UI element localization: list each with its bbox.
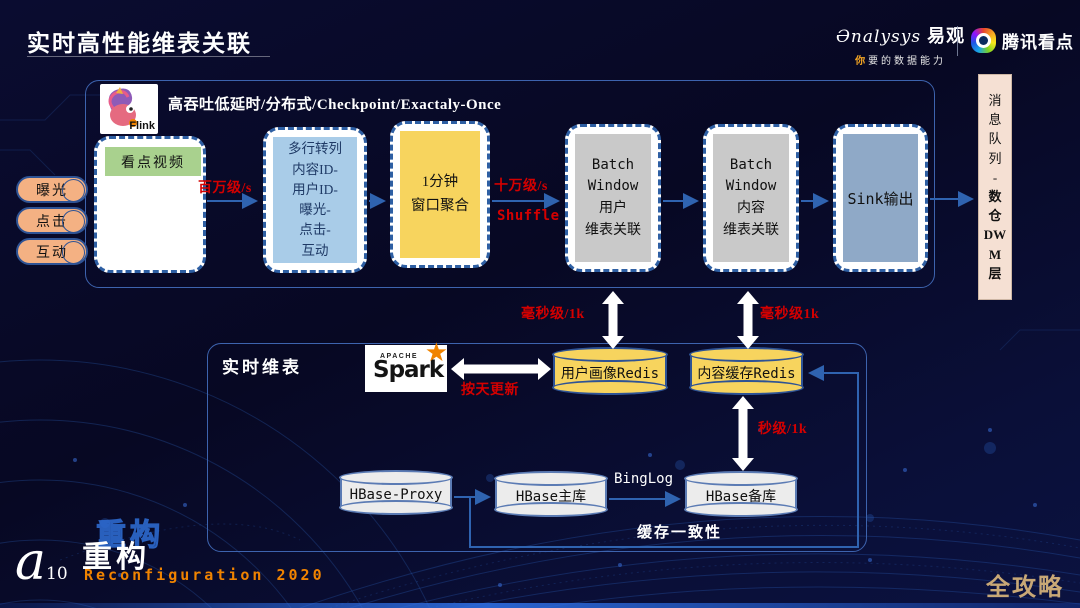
mq-char: 队 [988,131,1002,147]
transform-line: 多行转列 [288,141,342,157]
window-line: 1分钟 [421,174,459,191]
batch-window-user-box: Batch Window 用户 维表关联 [565,124,661,272]
exposure-pill: 曝光 [16,176,88,203]
window-line: 窗口聚合 [411,197,469,214]
mq-char: M [988,246,1002,262]
analysys-brand: Ənalysys 易观 [836,22,965,48]
click-pill: 点击 [16,207,88,234]
analysys-tagline: 你要的数据能力 [855,56,947,67]
mq-char: 数 [988,189,1002,204]
batch-content-line: 维表关联 [723,221,779,238]
hbase-proxy-label: HBase-Proxy [349,486,443,503]
analysys-brand-en: Ənalysys [836,27,922,47]
spark-apache-text: APACHE [380,353,419,360]
redis-user-profile-cylinder: 用户画像Redis [552,347,668,395]
hbase-master-cylinder: HBase主库 [494,471,608,517]
rate-million-label: 百万级/s [198,181,252,196]
mq-char: - [992,169,998,185]
analysys-logo: Ənalysys 易观 你要的数据能力 [836,22,965,67]
source-header: 看点视频 [105,147,201,176]
brand-en: Reconfiguration 2020 [84,566,325,584]
title-underline [27,56,270,57]
transform-box: 多行转列 内容ID- 用户ID- 曝光- 点击- 互动 [263,127,367,273]
a10-letter: a [15,532,47,592]
daily-update-label: 按天更新 [461,383,519,398]
mq-char: 列 [988,150,1002,166]
spark-star-icon: ★ [424,337,448,367]
batch-user-line: 用户 [599,200,627,216]
batch-content-line: Batch [729,156,773,173]
batch-content-line: Window [725,178,777,195]
hbase-backup-cylinder: HBase备库 [684,471,798,517]
latency-seconds-label: 秒级/1k [758,422,808,437]
tencent-kandian-logo: 腾讯看点 [971,28,1074,53]
window-aggregate-box: 1分钟 窗口聚合 [390,121,490,268]
mq-char: 消 [988,92,1002,108]
double-arrow-user [602,291,624,349]
a10-logo: a10 [15,536,68,588]
batch-content-line: 内容 [737,200,765,216]
transform-line: 内容ID- [292,161,338,177]
tencent-kandian-name: 腾讯看点 [1002,33,1074,52]
flink-logo-text: Flink [129,120,155,132]
logo-divider [957,26,958,56]
latency-ms-right-label: 毫秒级1k [760,307,820,322]
hbase-proxy-cylinder: HBase-Proxy [339,470,453,515]
sink-label: Sink输出 [847,189,914,208]
source-box: 看点视频 [94,136,206,273]
transform-line: 互动 [301,242,329,258]
transform-line: 曝光- [299,202,331,217]
eye-icon [971,28,996,53]
binglog-label: BingLog [614,471,674,487]
page-title: 实时高性能维表关联 [27,31,252,56]
redis-user-label: 用户画像Redis [560,366,660,382]
interact-pill: 互动 [16,238,88,265]
watermark: 全攻略 [986,575,1064,601]
cache-consistency-label: 缓存一致性 [637,525,723,541]
latency-ms-left-label: 毫秒级/1k [521,307,585,322]
redis-content-label: 内容缓存Redis [697,366,796,382]
hbase-master-label: HBase主库 [515,489,587,505]
batch-window-content-box: Batch Window 内容 维表关联 [703,124,799,272]
redis-content-cache-cylinder: 内容缓存Redis [689,347,804,395]
mq-char: 息 [988,112,1002,128]
message-queue-box: 消 息 队 列 - 数 仓 DW M 层 [978,74,1012,300]
batch-user-line: Batch [591,156,635,173]
rate-100k-label: 十万级/s [494,179,548,194]
transform-line: 点击- [299,222,331,238]
bottom-accent-band [0,603,1080,608]
mq-char: DW [983,227,1007,243]
analysys-brand-cn: 易观 [927,26,966,46]
double-arrow-content [737,291,759,349]
sink-box: Sink输出 [833,124,928,272]
mq-char: 层 [988,265,1002,281]
mq-char: 仓 [988,208,1002,224]
transform-line: 用户ID- [292,181,338,197]
realtime-dim-title: 实时维表 [222,358,302,377]
batch-user-line: Window [587,178,639,195]
spark-logo: APACHE Spark ★ [365,337,448,392]
hbase-backup-label: HBase备库 [705,489,777,505]
a10-number: 10 [46,564,68,584]
flink-logo: Flink [100,84,158,134]
flink-caption: 高吞吐低延时/分布式/Checkpoint/Exactaly-Once [168,97,502,113]
shuffle-label: Shuffle [497,208,560,224]
batch-user-line: 维表关联 [585,221,641,238]
